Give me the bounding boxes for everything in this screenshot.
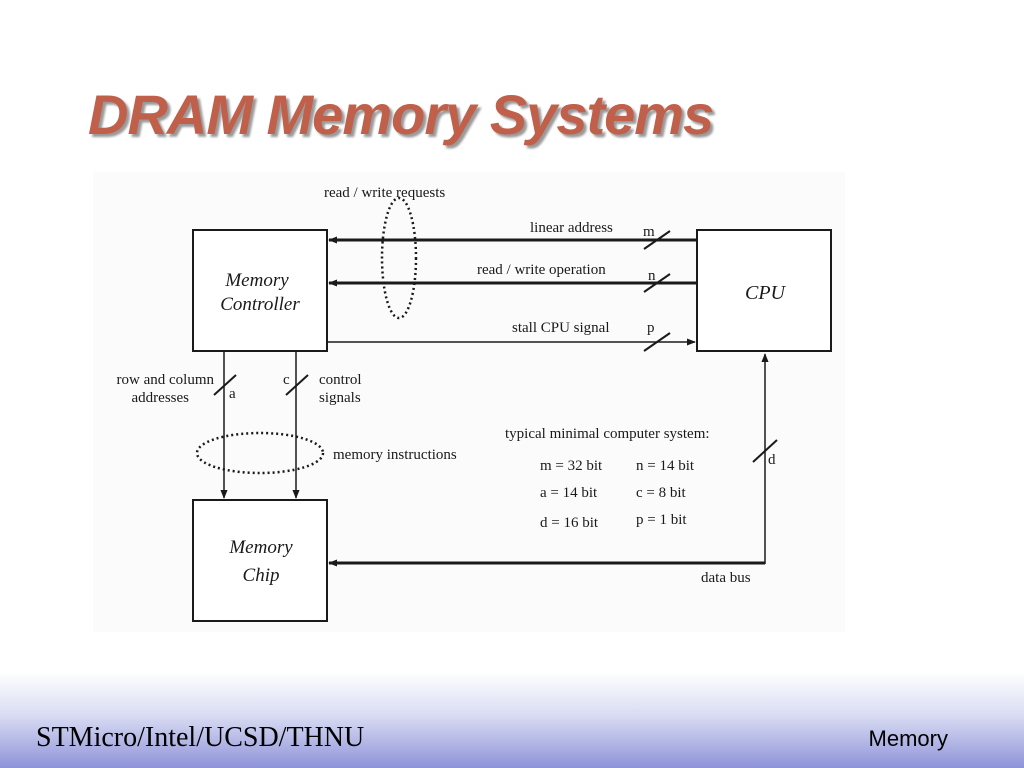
spec-p: p = 1 bit	[636, 512, 687, 528]
bus-d-label: d	[768, 452, 776, 468]
bus-d-slash	[752, 439, 778, 463]
data-bus-label: data bus	[701, 570, 751, 586]
bus-m-slash	[643, 230, 671, 250]
diagram-canvas: Memory Controller CPU Memory Chip read /…	[117, 185, 832, 622]
spec-a: a = 14 bit	[540, 485, 598, 501]
control-signals-label-1: control	[319, 372, 362, 388]
footer-credits: STMicro/Intel/UCSD/THNU	[36, 722, 365, 753]
bus-a-label: a	[229, 386, 236, 402]
cpu-box	[696, 229, 832, 352]
bus-n-slash	[643, 273, 671, 293]
read-write-requests-ellipse	[380, 196, 418, 320]
bus-p-slash	[643, 332, 671, 352]
footer-section-label: Memory	[868, 726, 948, 751]
typical-system-heading: typical minimal computer system:	[505, 426, 710, 442]
dram-system-diagram: Memory Controller CPU Memory Chip read /…	[93, 172, 845, 632]
spec-m: m = 32 bit	[540, 458, 603, 474]
memory-instructions-ellipse	[195, 431, 325, 475]
row-column-label-2: addresses	[132, 390, 190, 406]
memory-chip-label-1: Memory	[228, 537, 293, 558]
slide-footer: STMicro/Intel/UCSD/THNU Memory	[0, 672, 1024, 768]
bus-c-slash	[285, 374, 309, 396]
memory-controller-label-2: Controller	[220, 294, 300, 315]
spec-d: d = 16 bit	[540, 515, 599, 531]
bus-m-label: m	[643, 224, 655, 240]
read-write-requests-label: read / write requests	[324, 185, 445, 201]
bus-c-label: c	[283, 372, 290, 388]
memory-instructions-label: memory instructions	[333, 447, 457, 463]
memory-chip-box	[192, 499, 328, 622]
memory-controller-box	[192, 229, 328, 352]
row-column-label-1: row and column	[117, 372, 215, 388]
spec-n: n = 14 bit	[636, 458, 695, 474]
memory-controller-label-1: Memory	[224, 270, 289, 291]
stall-cpu-signal-label: stall CPU signal	[512, 320, 610, 336]
cpu-label: CPU	[745, 282, 787, 304]
linear-address-label: linear address	[530, 220, 613, 236]
slide-title: DRAM Memory Systems	[88, 83, 714, 146]
bus-n-label: n	[648, 268, 656, 284]
spec-c: c = 8 bit	[636, 485, 687, 501]
control-signals-label-2: signals	[319, 390, 361, 406]
memory-chip-label-2: Chip	[243, 565, 280, 586]
read-write-operation-label: read / write operation	[477, 262, 606, 278]
bus-a-slash	[213, 374, 237, 396]
bus-p-label: p	[647, 320, 655, 336]
